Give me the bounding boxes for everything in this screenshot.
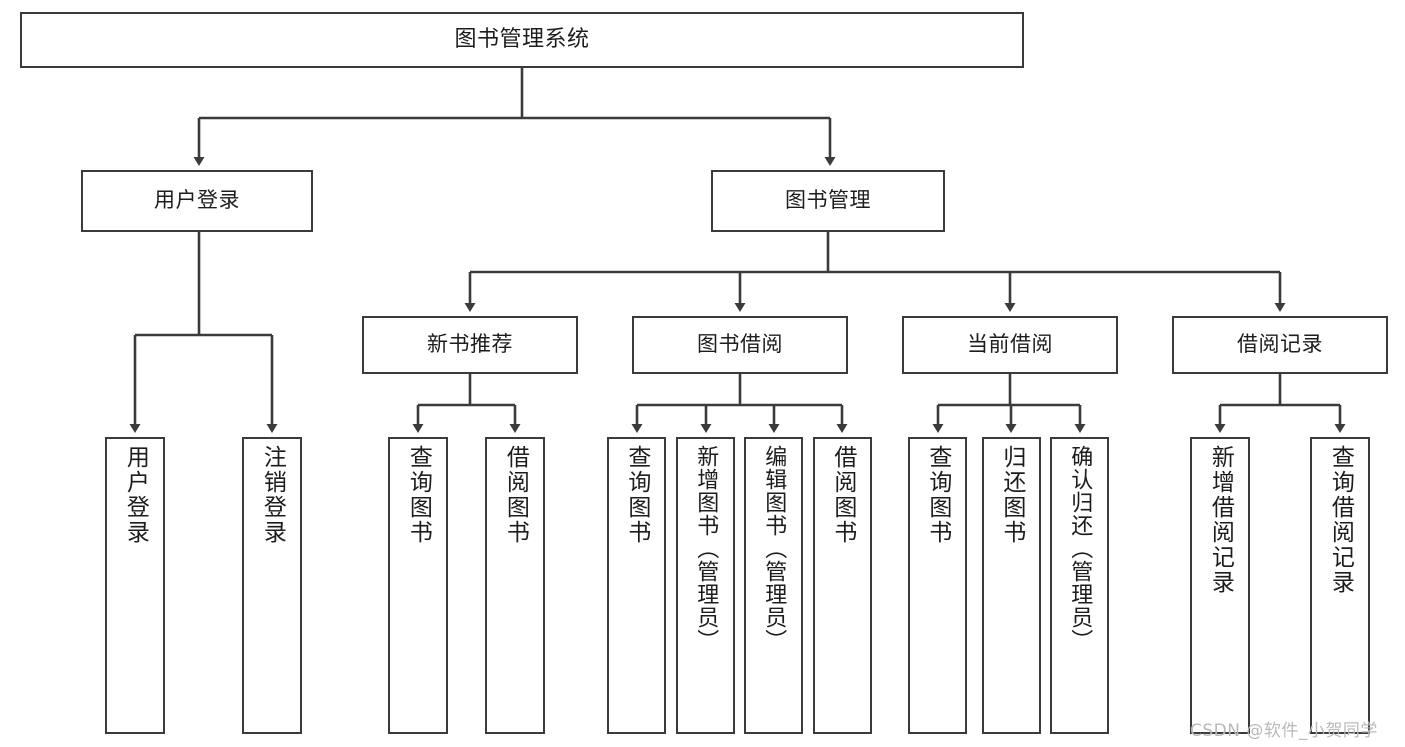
node-leaf-add-record[interactable]: 新增借阅记录 bbox=[1190, 437, 1250, 734]
node-leaf-user-login[interactable]: 用户登录 bbox=[105, 437, 165, 734]
node-leaf-borrow-book-1-label: 借阅图书 bbox=[502, 445, 529, 545]
node-new-book-recommend[interactable]: 新书推荐 bbox=[362, 316, 578, 374]
node-root[interactable]: 图书管理系统 bbox=[20, 12, 1024, 68]
node-leaf-borrow-book-2-label: 借阅图书 bbox=[829, 445, 856, 545]
node-current-borrow[interactable]: 当前借阅 bbox=[902, 316, 1118, 374]
node-leaf-query-book-1-label: 查询图书 bbox=[405, 445, 432, 545]
node-leaf-logout-login[interactable]: 注销登录 bbox=[242, 437, 302, 734]
node-leaf-return-book[interactable]: 归还图书 bbox=[982, 437, 1041, 734]
node-borrow-record[interactable]: 借阅记录 bbox=[1172, 316, 1388, 374]
node-leaf-user-login-label: 用户登录 bbox=[122, 445, 149, 545]
node-leaf-logout-login-label: 注销登录 bbox=[259, 445, 286, 545]
node-leaf-return-book-label: 归还图书 bbox=[998, 445, 1025, 545]
node-root-label: 图书管理系统 bbox=[454, 26, 590, 52]
node-book-borrow[interactable]: 图书借阅 bbox=[632, 316, 848, 374]
node-user-login[interactable]: 用户登录 bbox=[81, 170, 313, 232]
node-leaf-borrow-book-2[interactable]: 借阅图书 bbox=[813, 437, 872, 734]
node-leaf-query-book-1[interactable]: 查询图书 bbox=[388, 437, 448, 734]
node-leaf-query-book-3-label: 查询图书 bbox=[924, 445, 951, 545]
node-leaf-edit-book[interactable]: 编辑图书（管理员） bbox=[744, 437, 803, 734]
node-leaf-edit-book-label: 编辑图书（管理员） bbox=[761, 445, 787, 652]
node-book-manage[interactable]: 图书管理 bbox=[711, 170, 945, 232]
node-borrow-record-label: 借阅记录 bbox=[1237, 332, 1323, 357]
node-current-borrow-label: 当前借阅 bbox=[967, 332, 1053, 357]
node-user-login-label: 用户登录 bbox=[154, 188, 240, 213]
csdn-watermark: CSDN @软件_小贺同学 bbox=[1190, 721, 1378, 741]
node-leaf-confirm-return-label: 确认归还（管理员） bbox=[1067, 445, 1093, 652]
node-leaf-query-book-2-label: 查询图书 bbox=[623, 445, 650, 545]
node-leaf-query-book-2[interactable]: 查询图书 bbox=[607, 437, 666, 734]
node-leaf-query-record[interactable]: 查询借阅记录 bbox=[1310, 437, 1370, 734]
node-leaf-borrow-book-1[interactable]: 借阅图书 bbox=[485, 437, 545, 734]
node-book-manage-label: 图书管理 bbox=[785, 188, 871, 213]
node-new-book-recommend-label: 新书推荐 bbox=[427, 332, 513, 357]
node-book-borrow-label: 图书借阅 bbox=[697, 332, 783, 357]
node-leaf-add-book-label: 新增图书（管理员） bbox=[693, 445, 719, 652]
node-leaf-query-record-label: 查询借阅记录 bbox=[1327, 445, 1354, 595]
node-leaf-query-book-3[interactable]: 查询图书 bbox=[908, 437, 967, 734]
node-leaf-add-book[interactable]: 新增图书（管理员） bbox=[676, 437, 735, 734]
node-leaf-confirm-return[interactable]: 确认归还（管理员） bbox=[1050, 437, 1109, 734]
node-leaf-add-record-label: 新增借阅记录 bbox=[1207, 445, 1234, 595]
